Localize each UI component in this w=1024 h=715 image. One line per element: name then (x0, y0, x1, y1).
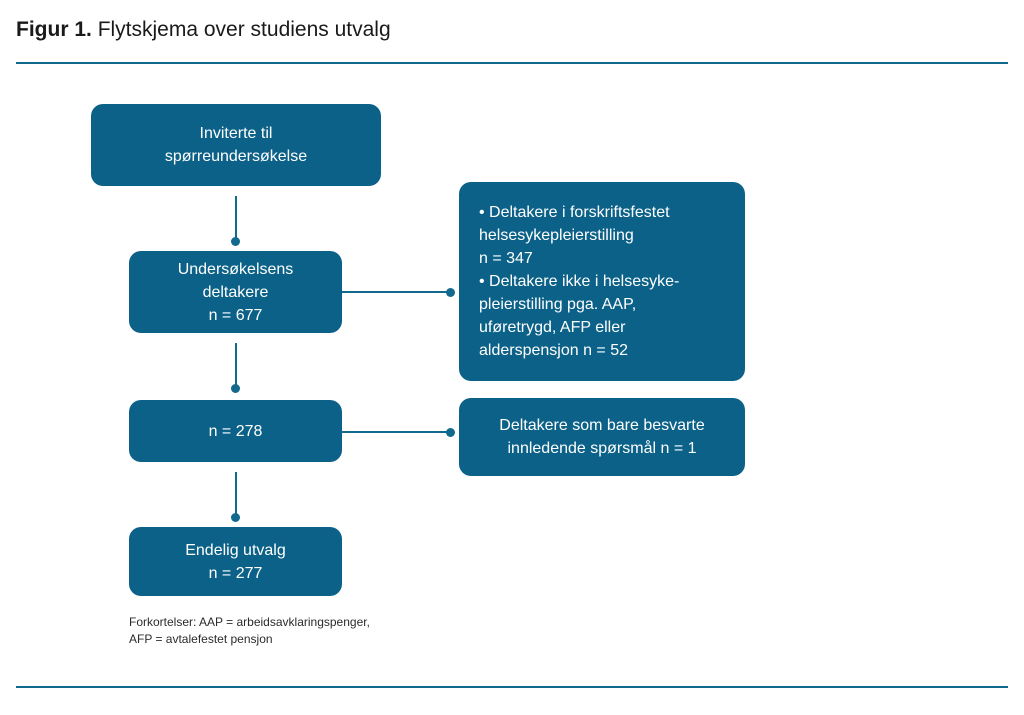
flow-node-n278: n = 278 (129, 400, 342, 462)
figure-caption: Flytskjema over studiens utvalg (97, 18, 391, 41)
connector-dot-final-sample (231, 513, 240, 522)
figure-footnote-line2: AFP = avtalefestet pensjon (129, 632, 273, 646)
connector-participants-to-excluded-employment (342, 291, 452, 293)
figure-footnote-line1: Forkortelser: AAP = arbeidsavklaringspen… (129, 615, 370, 629)
flow-node-invited-line2: spørreundersøkelse (164, 148, 308, 165)
connector-participants-to-n278 (235, 343, 237, 387)
flow-node-participants: Undersøkelsens deltakere n = 677 (129, 251, 342, 333)
flow-node-final-sample-line1: Endelig utvalg (185, 541, 286, 559)
flow-node-excluded-partial-response: Deltakere som bare besvarte innledende s… (459, 398, 745, 476)
flow-node-participants-line1: Undersøkelsens (177, 260, 294, 278)
flow-node-excluded-employment: • Deltakere i forskriftsfestet helsesyke… (459, 182, 745, 381)
flow-node-excluded-employment-line3: n = 347 (479, 250, 533, 267)
flow-node-excluded-partial-response-line1: Deltakere som bare besvarte (499, 417, 705, 434)
connector-dot-excluded-partial-response (446, 428, 455, 437)
connector-dot-n278 (231, 384, 240, 393)
flow-node-participants-line2: deltakere (202, 283, 269, 301)
flow-node-excluded-employment-line5: pleierstilling pga. AAP, (479, 296, 637, 313)
flow-node-final-sample: Endelig utvalg n = 277 (129, 527, 342, 596)
flow-node-excluded-employment-line1: • Deltakere i forskriftsfestet (479, 204, 670, 221)
footer-divider (16, 686, 1008, 688)
flow-node-excluded-employment-line2: helsesykepleierstilling (479, 227, 634, 244)
connector-invited-to-participants (235, 196, 237, 240)
flow-node-excluded-employment-line7: alderspensjon n = 52 (479, 342, 628, 359)
flow-node-n278-count: n = 278 (208, 422, 263, 440)
flow-node-excluded-partial-response-line2: innledende spørsmål n = 1 (507, 440, 697, 457)
figure-label: Figur 1. (16, 18, 92, 41)
connector-dot-excluded-employment (446, 288, 455, 297)
connector-n278-to-excluded-partial-response (342, 431, 452, 433)
figure-footnote: Forkortelser: AAP = arbeidsavklaringspen… (129, 614, 559, 648)
flow-node-invited-line1: Inviterte til (199, 125, 273, 142)
flow-node-invited: Inviterte til spørreundersøkelse (91, 104, 381, 186)
flow-node-final-sample-count: n = 277 (208, 564, 263, 582)
flow-node-participants-count: n = 677 (208, 306, 263, 324)
header-divider (16, 62, 1008, 64)
connector-n278-to-final-sample (235, 472, 237, 516)
flow-node-excluded-employment-line6: uføretrygd, AFP eller (479, 319, 626, 336)
flow-node-excluded-employment-line4: • Deltakere ikke i helsesyke- (479, 273, 680, 290)
connector-dot-participants (231, 237, 240, 246)
figure-title: Figur 1. Flytskjema over studiens utvalg (16, 16, 996, 44)
